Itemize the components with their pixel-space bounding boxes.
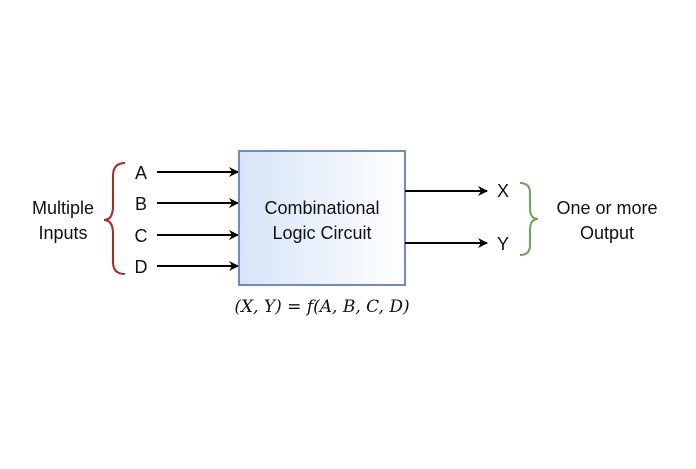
input-label-a: A [135, 163, 147, 183]
inputs-group-label-line1: Multiple [32, 198, 94, 218]
inputs-curly-bracket [103, 162, 126, 275]
input-label-d: D [135, 257, 148, 277]
function-formula: (X, Y) = f(A, B, C, D) [234, 297, 409, 317]
outputs-group-label-line1: One or more [556, 198, 657, 218]
input-label-c: C [135, 226, 148, 246]
output-label-y: Y [497, 234, 509, 254]
logic-circuit-block [238, 150, 406, 286]
outputs-group-label-line2: Output [580, 223, 634, 243]
block-label-line2: Logic Circuit [272, 223, 371, 243]
input-label-b: B [135, 194, 147, 214]
block-label-line1: Combinational [264, 198, 379, 218]
outputs-curly-bracket [519, 182, 539, 256]
inputs-group-label-line2: Inputs [38, 223, 87, 243]
output-label-x: X [497, 181, 509, 201]
